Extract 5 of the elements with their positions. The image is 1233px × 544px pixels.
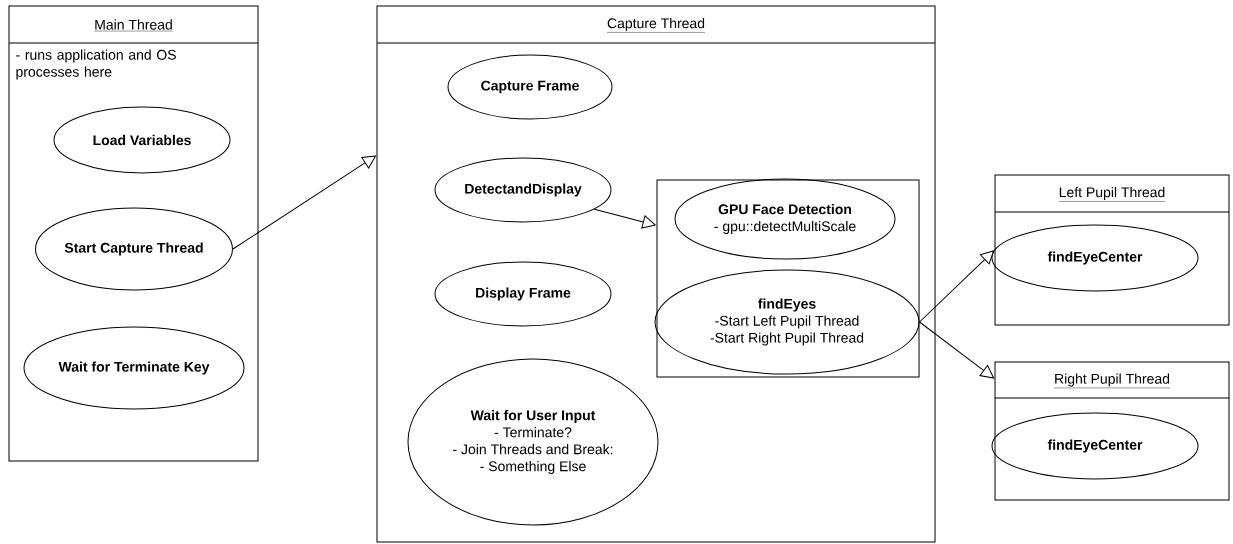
arrow [919,321,995,379]
frame-box [656,179,920,378]
arrow [594,208,656,229]
arrow [919,250,995,323]
arrow [232,155,377,250]
